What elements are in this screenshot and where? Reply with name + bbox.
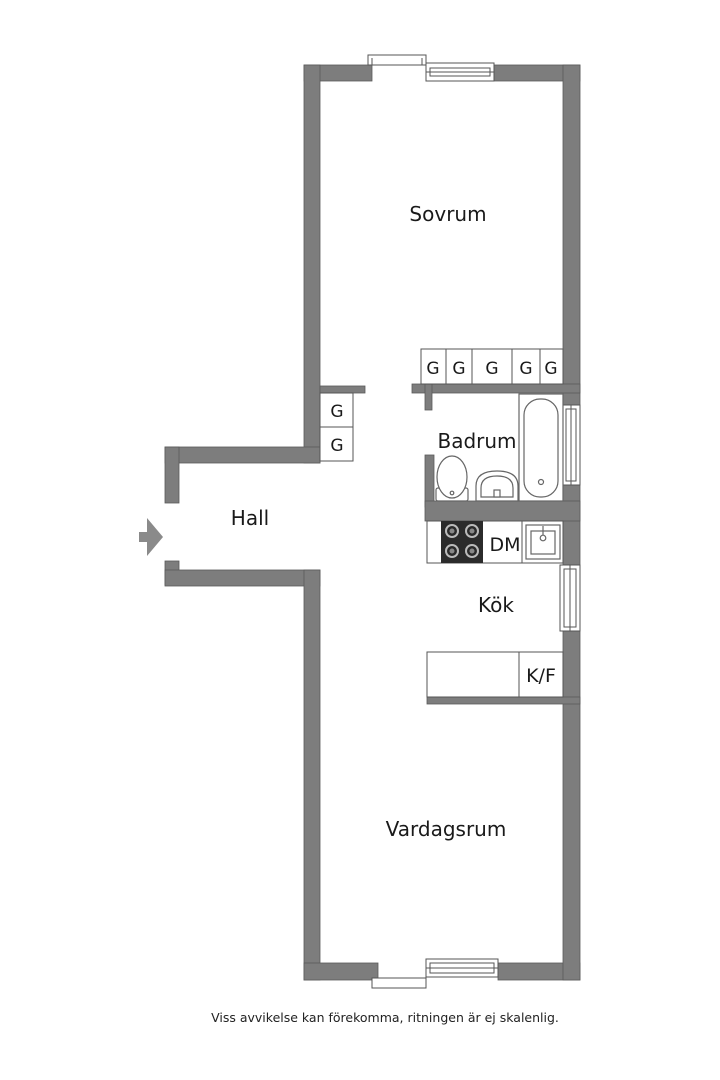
wardrobe-label: G	[544, 359, 557, 379]
sovrum-wardrobes: G G G G G	[420, 348, 564, 385]
wall-hall-top	[164, 446, 321, 464]
window-top	[367, 54, 495, 82]
footer-disclaimer: Viss avvikelse kan förekomma, ritningen …	[211, 1010, 559, 1025]
wall-bath-kitchen	[424, 500, 581, 522]
room-label-hall: Hall	[231, 506, 269, 530]
sink-icon	[475, 470, 519, 502]
toilet-icon	[435, 455, 469, 502]
walls	[164, 64, 581, 981]
wall-hall-left-upper	[164, 446, 180, 504]
room-label-badrum: Badrum	[437, 429, 516, 453]
kitchen-fixtures: DM K/F	[426, 520, 564, 698]
window-bottom	[371, 958, 499, 989]
hall-wardrobes: G G	[319, 392, 354, 462]
kitchen-lower-counter	[426, 651, 564, 698]
window-kitchen	[559, 564, 581, 632]
wall-hall-bottom	[164, 569, 321, 587]
wardrobe-label: G	[426, 359, 439, 379]
wardrobe-label: G	[452, 359, 465, 379]
window-bath	[562, 404, 581, 486]
wardrobe-label: G	[485, 359, 498, 379]
wall-left-lower	[303, 569, 321, 981]
wall-sovrum-bath	[411, 383, 581, 394]
wardrobe-block	[420, 348, 564, 385]
room-label-vardagsrum: Vardagsrum	[386, 817, 507, 841]
wall-right-top	[562, 64, 581, 406]
kitchen-sink-icon	[525, 524, 561, 560]
wall-left-upper	[303, 64, 321, 464]
wall-stub-vertical	[424, 383, 433, 411]
windows	[367, 54, 581, 989]
bathroom-fixtures	[435, 393, 564, 502]
wall-stub-left	[319, 385, 366, 394]
bathtub-icon	[518, 393, 564, 502]
room-label-sovrum: Sovrum	[409, 202, 486, 226]
wardrobe-label: G	[330, 436, 343, 456]
wall-bottom-left	[303, 962, 379, 981]
room-label-kok: Kök	[478, 593, 514, 617]
entrance-arrow-icon	[139, 518, 163, 556]
wardrobe-label: G	[519, 359, 532, 379]
stove-icon	[441, 521, 483, 563]
fridge-freezer-label: K/F	[526, 665, 556, 687]
wardrobe-label: G	[330, 402, 343, 422]
wall-right-mid2	[562, 630, 581, 981]
wall-bath-left	[424, 454, 435, 508]
wall-kitchen-living	[426, 696, 581, 705]
dishwasher-label: DM	[489, 534, 520, 556]
wall-right-mid1	[562, 484, 581, 566]
